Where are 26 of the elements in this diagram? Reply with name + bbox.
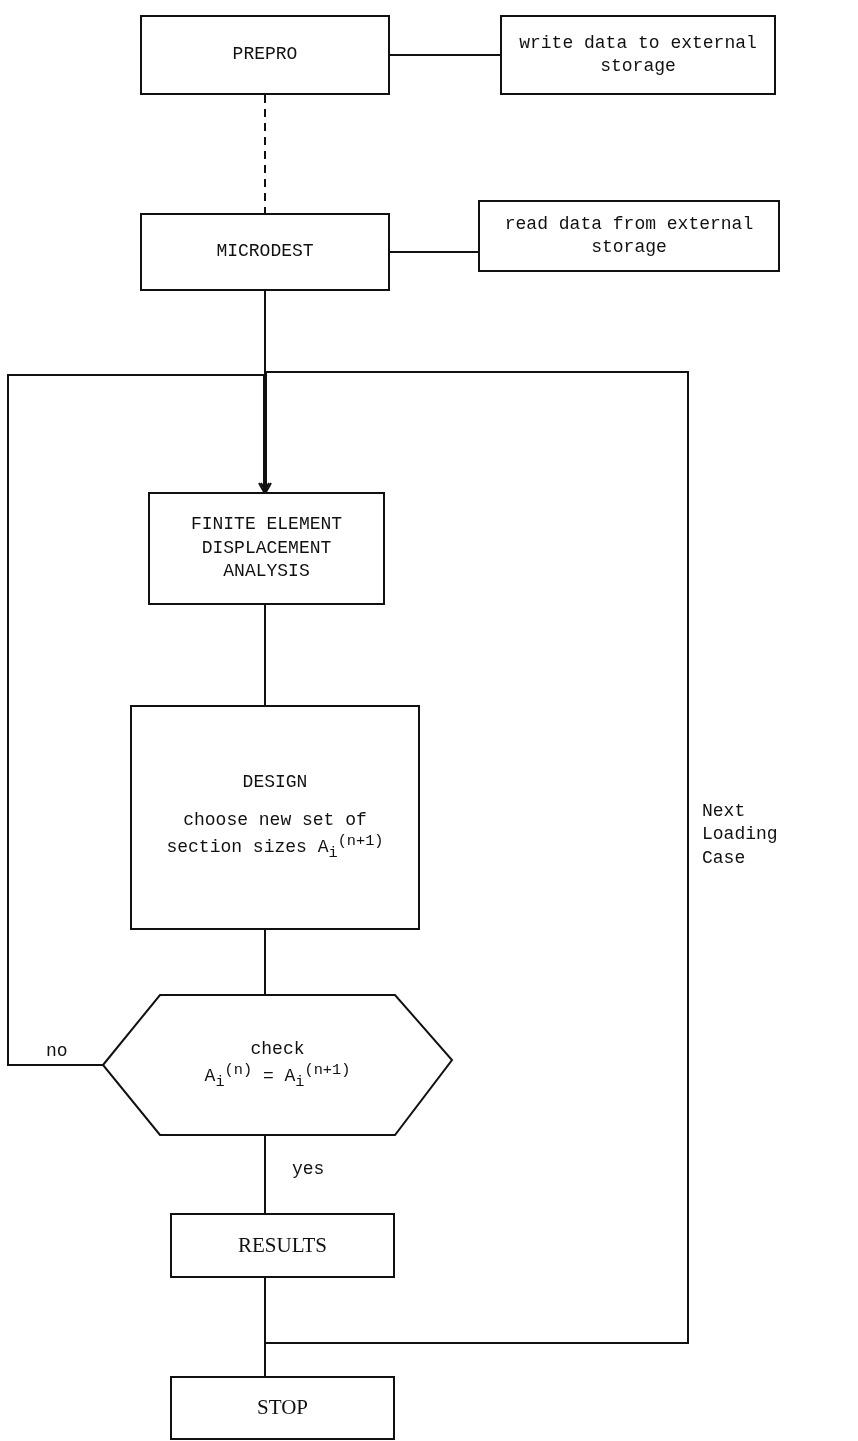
process-box [170,1213,395,1278]
process-box [140,213,390,291]
node-text: MICRODEST [216,240,314,264]
node-text: write data to external storage [518,31,758,78]
process-box [140,15,390,95]
process-box [170,1376,395,1440]
connector-line [389,54,501,56]
process-box [500,15,776,95]
arrow [7,374,270,1066]
process-box [148,492,385,605]
node-text: DESIGN [242,771,308,795]
connector-line [264,94,266,214]
process-box [478,200,780,272]
node-text: FINITE ELEMENT DISPLACEMENT ANALYSIS [189,513,344,584]
node-text: PREPRO [232,43,298,67]
node-text: RESULTS [237,1231,328,1259]
node-text: check [250,1037,305,1061]
connector-line [389,251,479,253]
node-text: read data from external storage [503,212,755,259]
node-text: STOP [257,1394,308,1422]
arrow [260,371,689,1344]
decision-hexagon [103,995,452,1135]
connector-line [264,1134,266,1214]
connector-line [264,929,266,996]
connector-line [264,604,266,706]
process-box [130,705,420,930]
